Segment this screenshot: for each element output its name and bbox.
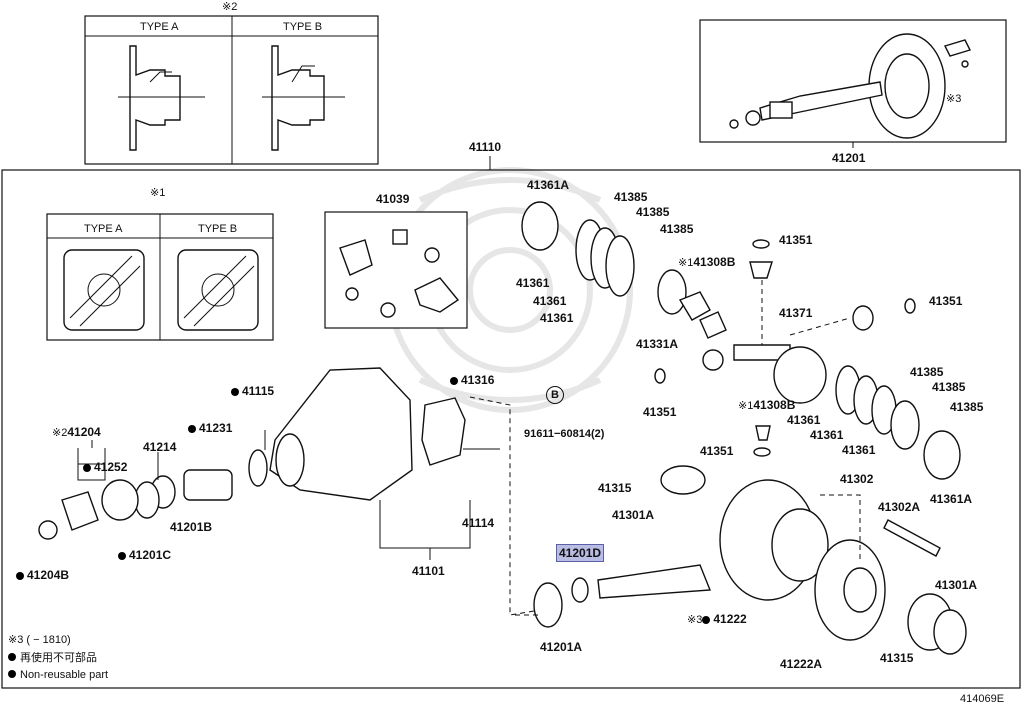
part-41302A: 41302A — [878, 500, 921, 514]
carrier-housing — [269, 367, 541, 616]
part-41361-2: 41361 — [533, 294, 567, 308]
part-41308B-top-text: 41308B — [693, 255, 736, 269]
part-41204: ※241204 — [52, 425, 101, 440]
part-41231: 41231 — [188, 421, 232, 435]
part-41351-4: 41351 — [700, 444, 734, 458]
note-mark-3-inline: ※3 — [687, 614, 703, 626]
part-41301A-right: 41301A — [935, 578, 978, 592]
part-41361-3: 41361 — [540, 311, 574, 325]
part-41361-1: 41361 — [516, 276, 550, 290]
type-a-label-gasket: TYPE A — [84, 223, 123, 235]
part-41214: 41214 — [143, 440, 177, 454]
note-mark-2-inline: ※2 — [52, 427, 68, 439]
part-41110: 41110 — [469, 140, 502, 154]
part-41201C: 41201C — [118, 548, 171, 562]
ring-gear-and-pinion — [515, 465, 967, 655]
part-41252: 41252 — [83, 460, 127, 474]
part-41361-4: 41361 — [787, 413, 821, 427]
main-frame — [1, 169, 1021, 689]
non-reusable-dot — [702, 615, 711, 624]
part-41308B-mid-text: 41308B — [753, 398, 796, 412]
part-41385-6: 41385 — [950, 400, 984, 414]
note-mark-1-inline-2: ※1 — [738, 400, 754, 412]
part-41204B: 41204B — [16, 568, 69, 582]
note-mark-1-inline: ※1 — [678, 257, 694, 269]
part-41385-5: 41385 — [932, 380, 966, 394]
part-41385-2: 41385 — [636, 205, 670, 219]
part-41351-1: 41351 — [779, 233, 813, 247]
note-mark-3-top: ※3 — [946, 93, 962, 105]
part-41115: 41115 — [231, 384, 274, 398]
type-b-label-top: TYPE B — [283, 21, 323, 33]
part-41115-text: 41115 — [242, 384, 275, 398]
note-mark-2: ※2 — [222, 1, 238, 13]
legend-dot-jp — [8, 653, 16, 661]
side-gear-stack-top — [521, 201, 727, 371]
part-91611: 91611−60814(2) — [524, 428, 605, 440]
note-mark-1: ※1 — [150, 187, 166, 199]
pinion-flange-stack — [38, 430, 268, 540]
part-41039: 41039 — [376, 192, 410, 206]
part-41201C-text: 41201C — [129, 548, 172, 562]
part-41231-text: 41231 — [199, 421, 233, 435]
type-box-top — [84, 15, 379, 165]
pinion-kit-box — [324, 211, 468, 329]
part-41308B-top: ※141308B — [678, 255, 735, 270]
part-41361-5: 41361 — [810, 428, 844, 442]
part-41316-text: 41316 — [461, 373, 495, 387]
non-reusable-dot — [83, 463, 91, 472]
part-41201B: 41201B — [170, 520, 213, 534]
part-41222-text: 41222 — [713, 612, 747, 626]
part-41385-1: 41385 — [614, 190, 648, 204]
diagram-id: 414069E — [960, 693, 1005, 705]
non-reusable-dot — [16, 571, 24, 580]
spider-and-case — [654, 239, 961, 480]
part-41385-4: 41385 — [910, 365, 944, 379]
non-reusable-dot — [118, 551, 126, 560]
legend-en-text: Non-reusable part — [20, 669, 109, 681]
part-41201: 41201 — [832, 151, 866, 165]
type-b-label-gasket: TYPE B — [198, 223, 238, 235]
part-41361-6: 41361 — [842, 443, 876, 457]
part-41301A-left: 41301A — [612, 508, 655, 522]
type-box-gasket — [46, 213, 274, 341]
legend-mark3-note: ※3 ( − 1810) — [8, 634, 71, 646]
part-41101: 41101 — [412, 564, 445, 578]
non-reusable-dot — [231, 387, 239, 396]
type-a-label-top: TYPE A — [140, 21, 179, 33]
legend-jp-text: 再使用不可部品 — [20, 652, 97, 664]
ring-gear-box — [699, 19, 1007, 148]
part-41222A: 41222A — [780, 657, 823, 671]
part-41252-text: 41252 — [94, 460, 128, 474]
part-41351-2: 41351 — [929, 294, 963, 308]
part-41114: 41114 — [462, 516, 495, 530]
non-reusable-dot — [450, 376, 458, 385]
part-41361A-right: 41361A — [930, 492, 973, 506]
part-41204-text: 41204 — [67, 425, 101, 439]
part-41201D: 41201D — [555, 544, 605, 562]
part-41331A: 41331A — [636, 337, 679, 351]
legend-non-reusable-jp: 再使用不可部品 — [8, 651, 97, 666]
part-41308B-mid: ※141308B — [738, 398, 795, 413]
part-41351-3: 41351 — [643, 405, 677, 419]
part-41315-left: 41315 — [598, 481, 632, 495]
part-41222: ※3 41222 — [687, 612, 747, 627]
part-41201D-highlight: 41201D — [555, 544, 605, 562]
part-41371: 41371 — [779, 306, 813, 320]
part-41361A-top: 41361A — [527, 178, 570, 192]
part-41315-right: 41315 — [880, 651, 914, 665]
part-41385-3: 41385 — [660, 222, 694, 236]
legend-non-reusable-en: Non-reusable part — [8, 668, 108, 683]
part-41201A: 41201A — [540, 640, 583, 654]
part-41302: 41302 — [840, 472, 874, 486]
bolt-code-circle: B — [546, 386, 564, 404]
part-41316: 41316 — [450, 373, 494, 387]
legend-dot-en — [8, 670, 16, 678]
non-reusable-dot — [188, 424, 196, 433]
part-41204B-text: 41204B — [27, 568, 70, 582]
